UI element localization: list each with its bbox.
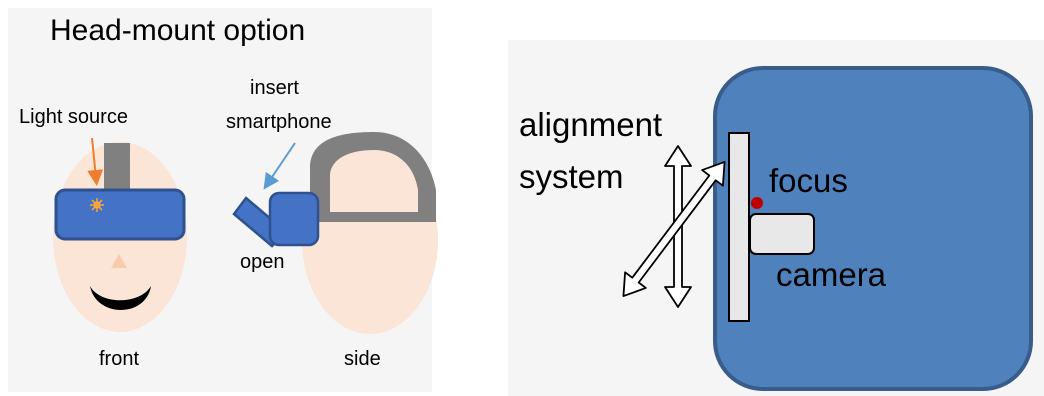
side-view (232, 132, 438, 334)
alignment-label: alignment (519, 106, 663, 143)
light-source-label: Light source (19, 106, 128, 128)
insert-arrow (263, 142, 296, 190)
side-headband (310, 132, 436, 222)
smartphone-plate (728, 132, 750, 322)
alignment-view (622, 66, 1033, 391)
device-body (713, 66, 1033, 391)
diagonal-adjust-arrow (622, 161, 726, 297)
front-label: front (99, 348, 140, 370)
light-source-arrow (87, 137, 104, 186)
smartphone-slot (268, 191, 320, 247)
nose-icon (111, 254, 127, 268)
diagram-title: Head-mount option (50, 14, 306, 47)
focus-label: focus (769, 162, 848, 199)
smartphone-label: smartphone (226, 111, 332, 133)
insert-label: insert (250, 77, 299, 99)
camera-label: camera (776, 256, 887, 293)
front-view (53, 137, 187, 332)
side-label: side (344, 348, 381, 370)
camera-block (749, 213, 815, 255)
open-label: open (240, 251, 285, 273)
system-label: system (519, 158, 624, 195)
focus-dot (751, 197, 763, 209)
front-strap (104, 143, 130, 191)
light-source-icon (90, 198, 104, 212)
mouth-icon (90, 286, 151, 310)
front-headband (54, 188, 186, 241)
side-face (302, 146, 438, 334)
